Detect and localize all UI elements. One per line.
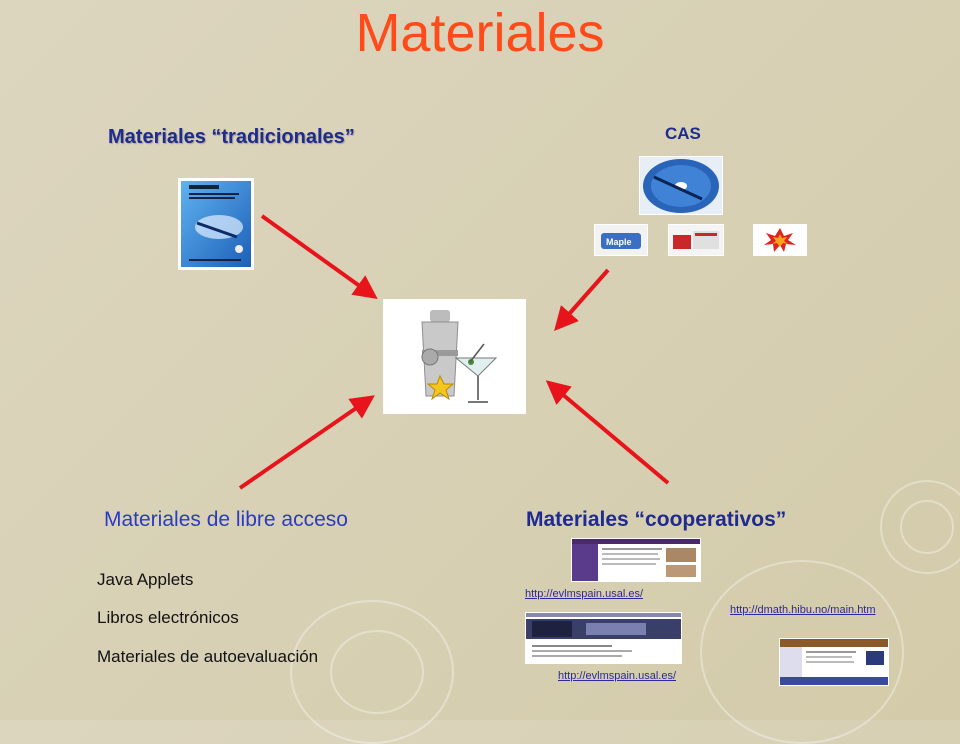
arrow-cooperative	[545, 380, 670, 485]
decor-swirl	[880, 480, 960, 574]
derive-logo-image	[668, 224, 724, 256]
decor-swirl	[330, 630, 424, 714]
cooperative-materials-heading: Materiales “cooperativos”	[526, 508, 787, 531]
link-evlmspain-2[interactable]: http://evlmspain.usal.es/	[558, 670, 677, 682]
arrow-libre	[238, 395, 375, 490]
link-dmath-hibu[interactable]: http://dmath.hibu.no/main.htm	[730, 604, 876, 616]
link-evlmspain-1[interactable]: http://evlmspain.usal.es/	[525, 588, 644, 600]
mathematica-logo-image	[753, 224, 807, 256]
list-item: Java Applets	[97, 570, 194, 589]
free-access-materials-heading: Materiales de libre acceso	[104, 508, 348, 531]
decor-swirl	[900, 500, 954, 554]
cocktail-shaker-image	[383, 299, 526, 414]
maple-logo-image: Maple	[594, 224, 648, 256]
arrow-traditional	[260, 214, 378, 299]
book-cover-image	[178, 178, 254, 270]
list-item: Libros electrónicos	[97, 608, 239, 627]
cas-disc-image	[639, 156, 723, 215]
page-title: Materiales	[355, 3, 605, 63]
arrow-cas	[554, 268, 610, 331]
svg-text:Maple: Maple	[606, 237, 632, 247]
list-item: Materiales de autoevaluación	[97, 647, 319, 666]
website-screenshot	[779, 638, 889, 686]
website-screenshot	[525, 612, 682, 664]
arrows-layer	[238, 214, 670, 490]
cas-heading: CAS	[665, 124, 701, 143]
website-screenshot	[571, 538, 701, 582]
traditional-materials-heading: Materiales “tradicionales”	[108, 126, 355, 148]
